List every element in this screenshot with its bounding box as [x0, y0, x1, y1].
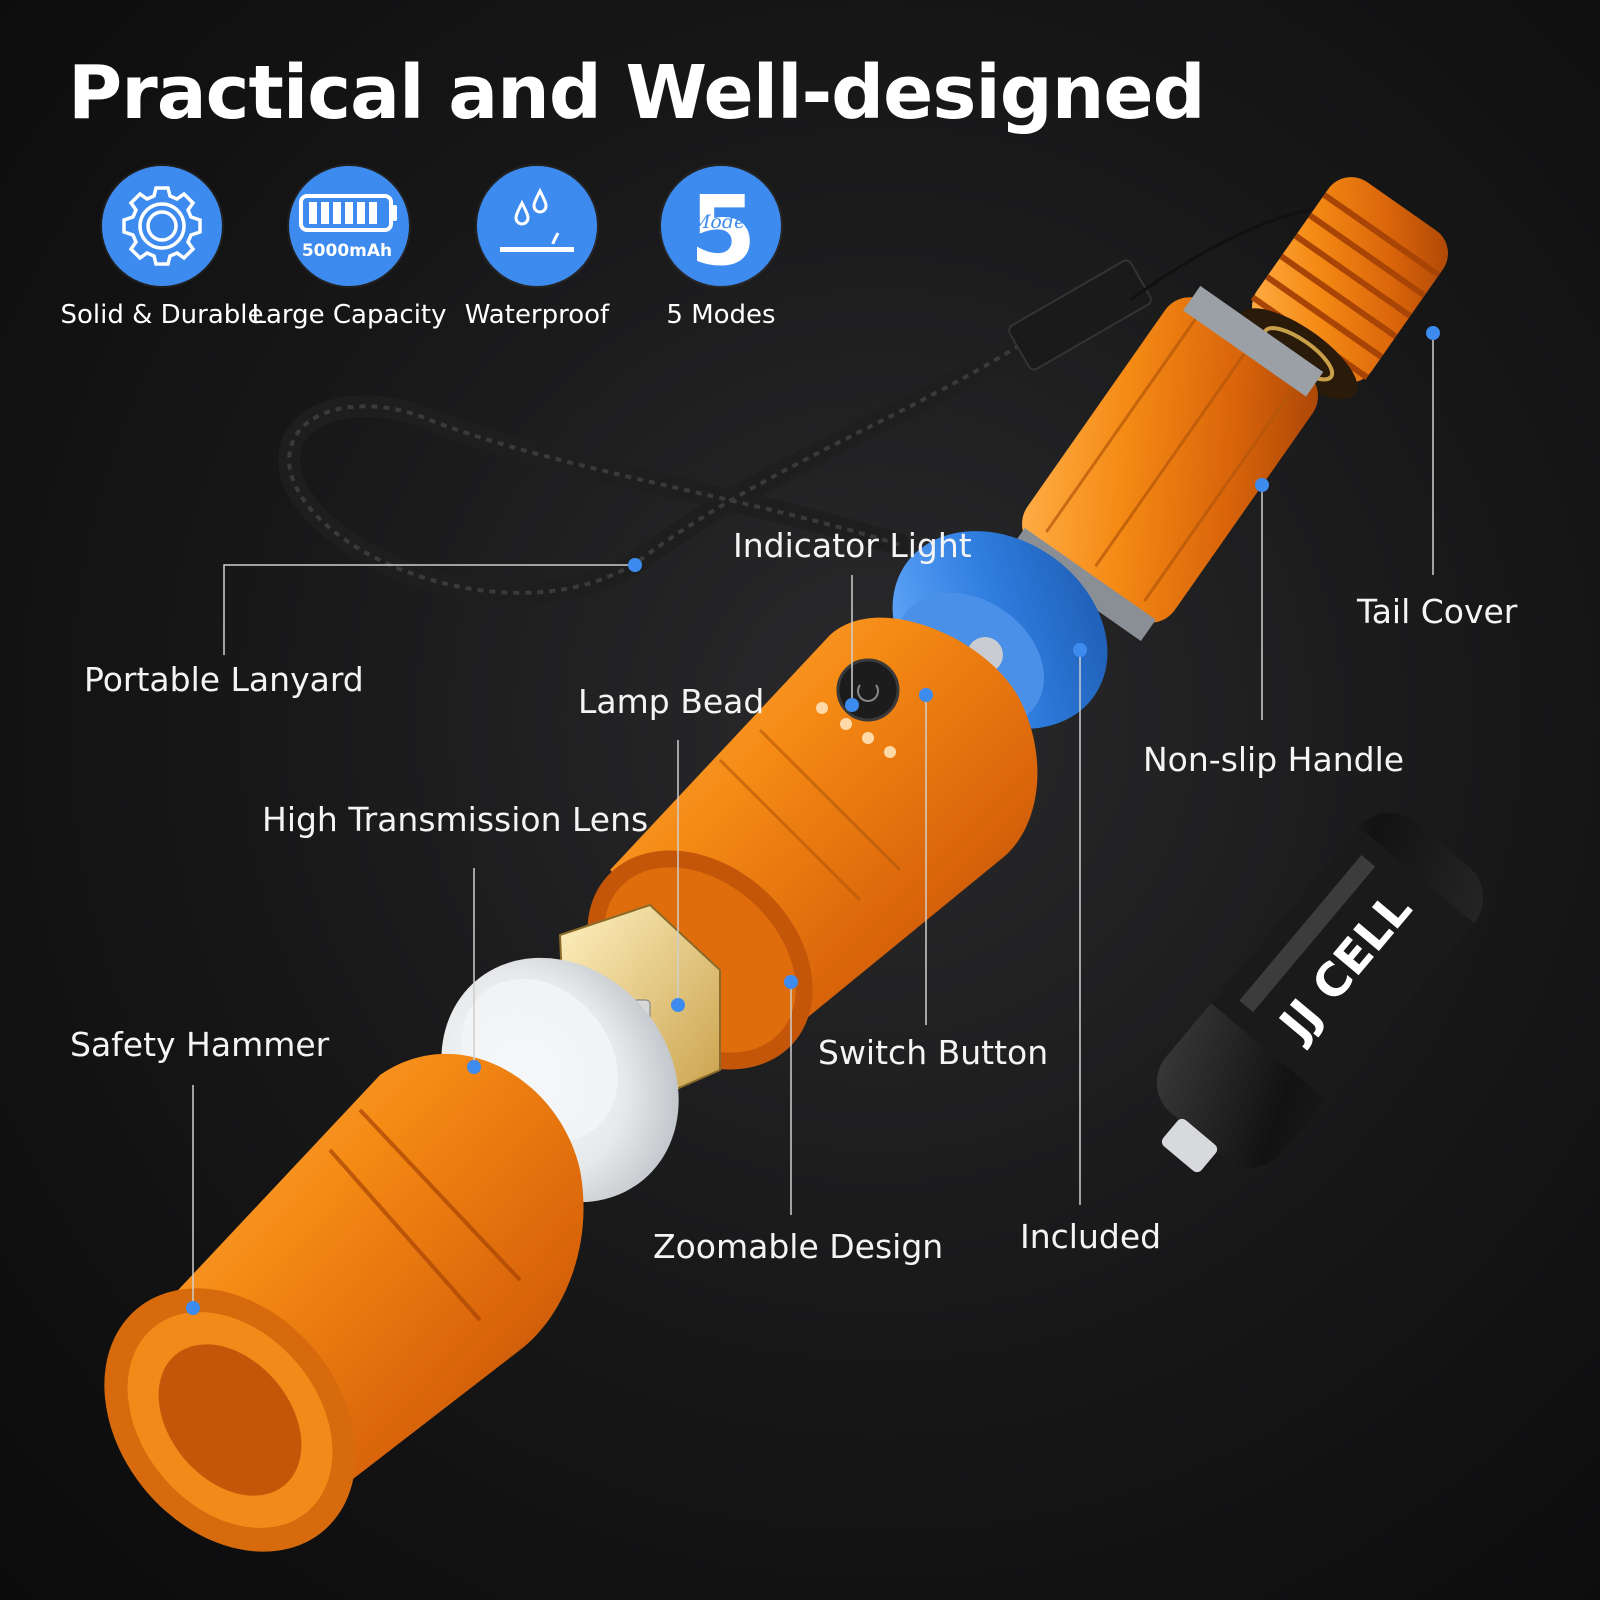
- callout-portable-lanyard: Portable Lanyard: [84, 660, 364, 699]
- callout-high-transmission-lens: High Transmission Lens: [262, 800, 649, 839]
- page-title: Practical and Well-designed: [68, 50, 1206, 136]
- callout-lamp-bead: Lamp Bead: [578, 682, 765, 721]
- head-safety-hammer: [104, 1053, 584, 1552]
- five-modes-icon: 5 Modes: [661, 166, 781, 286]
- feature-label: Solid & Durable: [60, 300, 264, 330]
- water-drops-icon: [477, 166, 597, 286]
- feature-label: 5 Modes: [666, 300, 776, 330]
- callout-switch-button: Switch Button: [818, 1033, 1049, 1072]
- callout-lines: [192, 333, 1434, 1308]
- gear-icon: [102, 166, 222, 286]
- switch-button-shape: [836, 658, 900, 722]
- lanyard: [278, 208, 1311, 604]
- callout-zoomable-design: Zoomable Design: [653, 1227, 944, 1266]
- modes-number: 5: [690, 178, 757, 274]
- battery-icon: 5000mAh: [289, 166, 409, 286]
- callout-included: Included: [1020, 1217, 1162, 1256]
- modes-text: Modes: [690, 211, 755, 233]
- battery-capacity-text: 5000mAh: [302, 241, 392, 261]
- callout-safety-hammer: Safety Hammer: [70, 1025, 330, 1064]
- feature-label: Waterproof: [464, 300, 610, 330]
- feature-label: Large Capacity: [251, 300, 447, 330]
- tail-cover: [1239, 177, 1448, 400]
- feature-5-modes: 5 Modes 5 Modes: [616, 166, 826, 332]
- callout-indicator-light: Indicator Light: [733, 526, 972, 565]
- feature-waterproof: Waterproof: [432, 166, 642, 332]
- feature-solid-durable: Solid & Durable: [57, 166, 267, 332]
- callout-tail-cover: Tail Cover: [1357, 592, 1518, 631]
- battery: JJ CELL: [1156, 812, 1484, 1173]
- callout-non-slip-handle: Non-slip Handle: [1143, 740, 1405, 779]
- callout-dots: [186, 326, 1440, 1315]
- feature-large-capacity: 5000mAh Large Capacity: [244, 166, 454, 332]
